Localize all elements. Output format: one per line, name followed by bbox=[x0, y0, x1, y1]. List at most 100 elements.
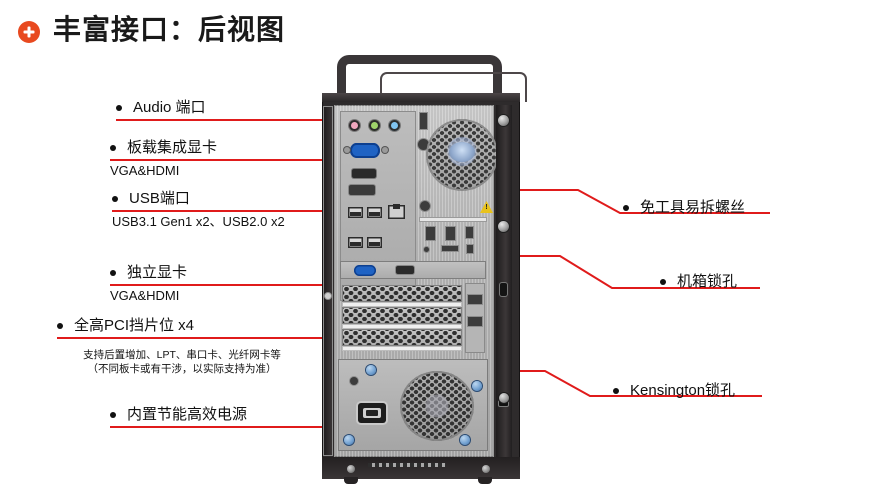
callout-onboard-graphics: 板载集成显卡 VGA&HDMI bbox=[110, 138, 217, 180]
desktop-tower-rear-view: ✛ bbox=[312, 55, 530, 484]
usb-port-icon bbox=[367, 237, 382, 248]
toolless-screw-icon[interactable] bbox=[498, 221, 509, 232]
panel-knockout bbox=[446, 227, 455, 240]
callout-text: 内置节能高效电源 bbox=[127, 406, 248, 423]
bullet-icon bbox=[613, 387, 619, 394]
panel-knockout bbox=[420, 113, 427, 129]
panel-seam bbox=[420, 218, 486, 221]
pci-note-line-1: 支持后置增加、LPT、串口卡、光纤网卡等 bbox=[83, 349, 281, 361]
usb-port-icon bbox=[348, 237, 363, 248]
pci-slot-gap bbox=[342, 324, 462, 329]
usb-port-icon bbox=[348, 207, 363, 218]
callout-chassis-lock-hole: 机箱锁孔 bbox=[660, 272, 737, 291]
page-header: 丰富接口：后视图 bbox=[18, 14, 285, 46]
kensington-lock-slot-icon[interactable] bbox=[499, 401, 508, 406]
standoff-screw-icon bbox=[418, 139, 429, 150]
callout-label: 板载集成显卡 bbox=[110, 138, 217, 157]
chassis-fan-grille bbox=[426, 119, 498, 191]
panel-hole bbox=[424, 247, 429, 252]
callout-label: Kensington锁孔 bbox=[613, 381, 735, 400]
callout-subtext: VGA&HDMI bbox=[110, 288, 180, 303]
psu-thumbscrew-icon bbox=[344, 435, 354, 445]
callout-subtext: USB3.1 Gen1 x2、USB2.0 x2 bbox=[112, 214, 285, 229]
panel-hole bbox=[350, 377, 358, 385]
gpu-hdmi-port-icon bbox=[396, 266, 414, 274]
callout-discrete-graphics: 独立显卡 VGA&HDMI bbox=[110, 263, 187, 305]
vga-port-icon bbox=[350, 143, 380, 158]
psu-fan-grille bbox=[400, 371, 474, 441]
panel-knockout bbox=[466, 227, 473, 238]
rear-silver-panel: ✛ bbox=[334, 105, 498, 457]
callout-kensington-lock: Kensington锁孔 bbox=[613, 381, 735, 400]
callout-text: Audio 端口 bbox=[133, 99, 206, 116]
hdmi-port-icon bbox=[352, 169, 376, 178]
edge-screw-icon bbox=[499, 393, 509, 403]
callout-label: 免工具易拆螺丝 bbox=[623, 198, 745, 217]
usb-port-icon bbox=[367, 207, 382, 218]
bullet-icon bbox=[116, 104, 122, 111]
psu-thumbscrew-icon bbox=[366, 365, 376, 375]
callout-label: 内置节能高效电源 bbox=[110, 405, 247, 424]
chassis-lock-hole-icon[interactable] bbox=[500, 283, 507, 296]
bullet-icon bbox=[110, 411, 116, 418]
callout-text: 独立显卡 bbox=[127, 264, 188, 281]
callout-text: Kensington锁孔 bbox=[630, 382, 736, 399]
ethernet-port-icon bbox=[388, 204, 405, 219]
bottom-screw-icon bbox=[347, 465, 355, 473]
callout-psu: 内置节能高效电源 bbox=[110, 405, 247, 424]
chassis-top-bevel bbox=[322, 93, 520, 102]
power-socket-icon bbox=[358, 403, 386, 423]
audio-jack-mic-icon bbox=[349, 120, 360, 131]
psu-thumbscrew-icon bbox=[460, 435, 470, 445]
standoff-screw-icon bbox=[420, 201, 430, 211]
callout-label: 机箱锁孔 bbox=[660, 272, 737, 291]
vga-thumbscrew-icon bbox=[344, 147, 350, 153]
power-supply-unit bbox=[338, 359, 488, 451]
bottom-screw-icon bbox=[482, 465, 490, 473]
carry-handle bbox=[337, 55, 527, 102]
bullet-icon bbox=[110, 269, 116, 276]
pci-slot-gap bbox=[342, 302, 462, 307]
page-title: 丰富接口：后视图 bbox=[53, 14, 286, 45]
chassis-bottom bbox=[322, 457, 520, 479]
callout-label: USB端口 bbox=[112, 189, 285, 208]
chassis-foot bbox=[344, 477, 358, 484]
callout-label: 独立显卡 bbox=[110, 263, 187, 282]
bullet-icon bbox=[660, 278, 666, 285]
plus-circle-icon bbox=[18, 21, 40, 43]
callout-label: 全高PCI挡片位 x4 bbox=[57, 316, 194, 335]
gpu-vga-port-icon bbox=[354, 265, 376, 276]
callout-text: 板载集成显卡 bbox=[127, 139, 218, 156]
bullet-icon bbox=[110, 144, 116, 151]
bullet-icon bbox=[57, 322, 63, 329]
audio-jack-lineout-icon bbox=[369, 120, 380, 131]
chassis-right-edge bbox=[496, 105, 512, 457]
panel-knockout bbox=[442, 246, 458, 251]
toolless-screw-icon[interactable] bbox=[498, 115, 509, 126]
callout-subtext: VGA&HDMI bbox=[110, 163, 180, 178]
bracket-knockout bbox=[468, 295, 482, 304]
callout-text: 全高PCI挡片位 x4 bbox=[74, 317, 195, 334]
callout-text: USB端口 bbox=[129, 190, 190, 207]
callout-pci-brackets: 全高PCI挡片位 x4 bbox=[57, 316, 194, 335]
chassis-body: ✛ bbox=[322, 93, 520, 484]
callout-text: 机箱锁孔 bbox=[677, 273, 738, 290]
handle-inner bbox=[380, 72, 527, 102]
callout-toolless-screw: 免工具易拆螺丝 bbox=[623, 198, 745, 217]
psu-thumbscrew-icon bbox=[472, 381, 482, 391]
pci-slot-cover bbox=[342, 285, 462, 302]
panel-knockout bbox=[467, 245, 473, 253]
pci-slot-cover bbox=[342, 307, 462, 324]
bottom-vent bbox=[368, 463, 446, 467]
pci-slot-gap bbox=[342, 346, 462, 351]
bullet-icon bbox=[623, 204, 629, 211]
discrete-gpu-bracket bbox=[340, 261, 486, 279]
callout-audio-ports: Audio 端口 bbox=[116, 98, 206, 117]
panel-knockout bbox=[426, 227, 435, 240]
callout-label: Audio 端口 bbox=[116, 98, 206, 117]
bracket-knockout bbox=[468, 317, 482, 326]
chassis-left-edge bbox=[324, 107, 332, 455]
bullet-icon bbox=[112, 195, 118, 202]
edge-screw-icon bbox=[325, 293, 331, 299]
